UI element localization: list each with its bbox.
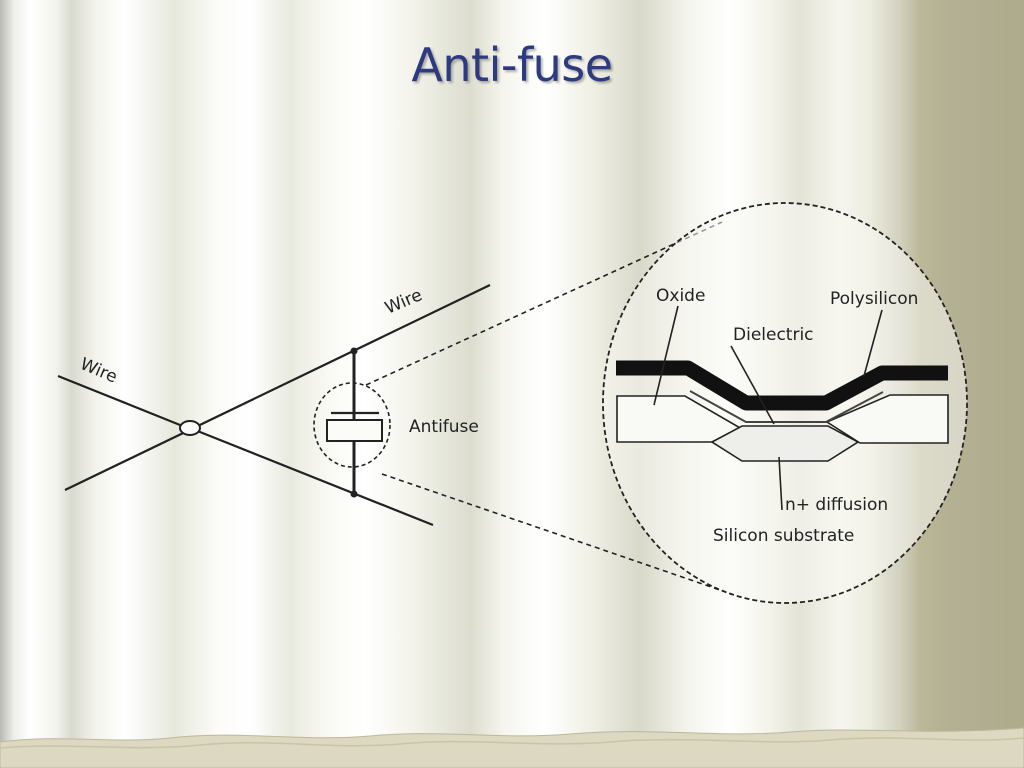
dielectric-layer xyxy=(689,390,884,423)
wire-lower-line xyxy=(57,374,434,527)
wire-label-lower: Wire xyxy=(77,354,120,387)
footer-wave-line xyxy=(0,737,1024,749)
silicon-substrate-label: Silicon substrate xyxy=(713,526,854,546)
antifuse-label: Antifuse xyxy=(409,417,479,437)
zoom-line-bottom xyxy=(381,473,721,591)
zoom-line-top xyxy=(365,221,723,386)
wire-crossing-jumper xyxy=(179,420,201,436)
n-diffusion-region xyxy=(710,425,860,462)
wire-upper-line xyxy=(64,284,491,491)
polysilicon-layer xyxy=(616,360,948,411)
polysilicon-label: Polysilicon xyxy=(830,289,918,309)
slide-title: Anti-fuse xyxy=(411,38,613,92)
oxide-leader xyxy=(653,305,679,406)
oxide-label: Oxide xyxy=(656,286,705,306)
via-bottom-node xyxy=(350,490,358,498)
footer-wave xyxy=(0,727,1024,768)
via-top-node xyxy=(350,347,358,355)
dielectric-label: Dielectric xyxy=(733,325,814,345)
dielectric-leader xyxy=(730,345,775,425)
n-diffusion-leader xyxy=(778,456,783,511)
oxide-right xyxy=(825,394,949,444)
wire-label-upper: Wire xyxy=(382,285,425,318)
n-diffusion-label: n+ diffusion xyxy=(785,495,888,515)
antifuse-highlight-circle xyxy=(313,382,391,468)
polysilicon-leader xyxy=(863,309,883,377)
antifuse-element xyxy=(326,419,383,442)
